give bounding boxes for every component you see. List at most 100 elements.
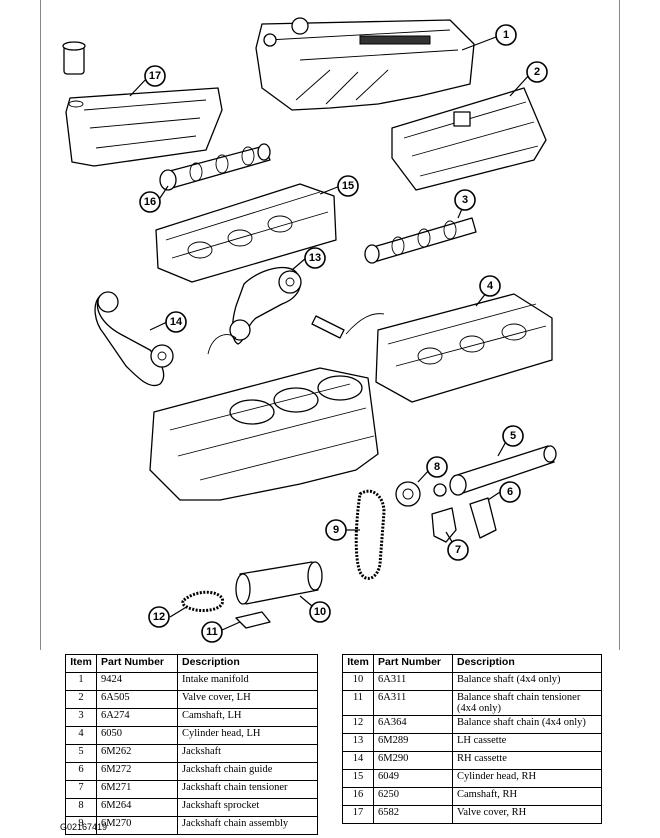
callout-14: 14: [165, 311, 187, 333]
part-number-cell: 6A505: [96, 690, 178, 709]
item-cell: 1: [65, 672, 97, 691]
jackshaft-illustration: [449, 445, 557, 496]
part-number-cell: 6A364: [373, 715, 453, 734]
description-cell: Jackshaft chain tensioner: [177, 780, 318, 799]
description-cell: LH cassette: [452, 733, 602, 752]
svg-text:14: 14: [170, 316, 183, 328]
svg-text:10: 10: [314, 606, 326, 618]
description-cell: RH cassette: [452, 751, 602, 770]
svg-text:6: 6: [507, 486, 513, 498]
part-number-cell: 6250: [373, 787, 453, 806]
item-cell: 14: [342, 751, 374, 770]
callout-12: 12: [148, 606, 170, 628]
col-description-header: Description: [452, 654, 602, 673]
svg-text:12: 12: [153, 611, 165, 623]
valve-cover-lh-illustration: [391, 87, 547, 191]
col-item-header: Item: [342, 654, 374, 673]
part-number-cell: 6M270: [96, 816, 178, 835]
item-cell: 11: [342, 690, 374, 716]
lh-cassette-illustration: [229, 267, 302, 345]
item-cell: 3: [65, 708, 97, 727]
description-cell: Jackshaft: [177, 744, 318, 763]
camshaft-lh-illustration: [364, 217, 477, 264]
description-cell: Cylinder head, RH: [452, 769, 602, 788]
diagram-frame: [40, 0, 620, 650]
jackshaft-sprocket-illustration: [395, 481, 447, 507]
figure-id: G02167419: [60, 822, 108, 832]
svg-text:3: 3: [462, 194, 468, 206]
description-cell: Camshaft, RH: [452, 787, 602, 806]
item-cell: 13: [342, 733, 374, 752]
callout-5: 5: [502, 425, 524, 447]
svg-text:8: 8: [434, 461, 440, 473]
valve-cover-rh-illustration: [62, 41, 223, 167]
part-number-cell: 6M272: [96, 762, 178, 781]
balance-shaft-illustration: [235, 561, 323, 605]
rh-cassette-illustration: [94, 291, 174, 387]
camshaft-rh-illustration: [159, 143, 271, 191]
description-cell: Cylinder head, LH: [177, 726, 318, 745]
part-number-cell: 6A311: [373, 690, 453, 716]
col-part-number-header: Part Number: [96, 654, 178, 673]
callout-9: 9: [325, 519, 347, 541]
col-item-header: Item: [65, 654, 97, 673]
part-number-cell: 6M264: [96, 798, 178, 817]
description-cell: Valve cover, RH: [452, 805, 602, 824]
callout-2: 2: [526, 61, 548, 83]
item-cell: 15: [342, 769, 374, 788]
svg-text:1: 1: [503, 29, 509, 41]
callout-7: 7: [447, 539, 469, 561]
item-cell: 12: [342, 715, 374, 734]
callout-16: 16: [139, 191, 161, 213]
callout-4: 4: [479, 275, 501, 297]
svg-text:13: 13: [309, 252, 321, 264]
description-cell: Jackshaft chain guide: [177, 762, 318, 781]
callout-6: 6: [499, 481, 521, 503]
svg-text:15: 15: [342, 180, 354, 192]
item-cell: 2: [65, 690, 97, 709]
callout-10: 10: [309, 601, 331, 623]
callout-8: 8: [426, 456, 448, 478]
svg-text:7: 7: [455, 544, 461, 556]
part-number-cell: 6M290: [373, 751, 453, 770]
chain-guide-illustration: [469, 497, 497, 539]
intake-manifold-illustration: [255, 17, 475, 111]
part-number-cell: 6049: [373, 769, 453, 788]
item-cell: 4: [65, 726, 97, 745]
cassette-fitting-illustration: [207, 313, 385, 355]
callout-13: 13: [304, 247, 326, 269]
svg-text:11: 11: [206, 626, 218, 638]
part-number-cell: 6050: [96, 726, 178, 745]
balance-shaft-chain-illustration: [181, 590, 225, 612]
item-cell: 6: [65, 762, 97, 781]
exploded-engine-diagram: 1 2 3 4 5 6 7 8 9 10 11 12 13 14 15 16 1…: [62, 17, 557, 643]
svg-text:4: 4: [487, 280, 494, 292]
item-cell: 16: [342, 787, 374, 806]
jackshaft-chain-illustration: [354, 489, 386, 580]
col-description-header: Description: [177, 654, 318, 673]
part-number-cell: 6M289: [373, 733, 453, 752]
description-cell: Intake manifold: [177, 672, 318, 691]
part-number-cell: 6M271: [96, 780, 178, 799]
cylinder-head-rh-illustration: [155, 183, 337, 283]
svg-text:9: 9: [333, 524, 339, 536]
callout-3: 3: [454, 189, 476, 211]
callout-17: 17: [144, 65, 166, 87]
svg-text:5: 5: [510, 430, 516, 442]
part-number-cell: 6582: [373, 805, 453, 824]
description-cell: Balance shaft chain (4x4 only): [452, 715, 602, 734]
part-number-cell: 9424: [96, 672, 178, 691]
